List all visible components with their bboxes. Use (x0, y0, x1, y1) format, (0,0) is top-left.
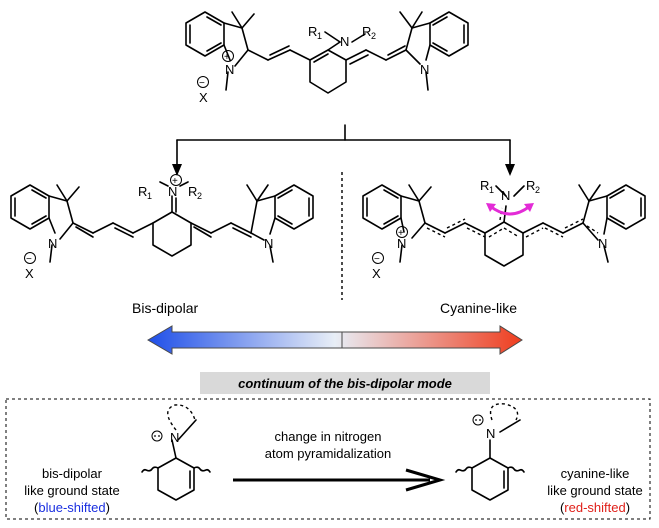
right-state-line-3: (red-shifted) (560, 500, 630, 515)
cy-r1: R (480, 178, 489, 193)
process-arrow-head (405, 468, 446, 492)
bd-right-nitrogen: N (264, 236, 273, 251)
right-state-paren-close: ) (626, 500, 630, 515)
bis-dipolar-structure (10, 181, 314, 263)
cyanine-labels: N + − X N R 1 R 2 N (372, 178, 607, 281)
bd-plus-sign: + (172, 176, 178, 187)
bd-minus-sign: − (26, 254, 32, 265)
top-r2: R (362, 24, 371, 39)
cy-minus-sign: − (374, 254, 380, 265)
bd-r1-sub: 1 (147, 191, 152, 201)
top-plus-sign: + (224, 52, 230, 63)
left-state-line-3: (blue-shifted) (34, 500, 110, 515)
cy-frag-nitrogen: N (486, 426, 495, 441)
top-r2-sub: 2 (371, 31, 376, 41)
pyramidalization-box (5, 398, 651, 520)
bd-r2-sub: 2 (197, 191, 202, 201)
right-state-line-1: cyanine-like (561, 466, 630, 481)
continuum-text: continuum of the bis-dipolar mode (238, 376, 452, 391)
bd-ground-state-fragment (141, 404, 211, 501)
label-cyanine-like: Cyanine-like (440, 300, 517, 316)
bd-lone-pair-circle (151, 430, 163, 442)
top-labels: N + − X N R 1 R 2 N (197, 24, 429, 105)
top-r1: R (308, 24, 317, 39)
bd-r1: R (138, 184, 147, 199)
cy-r2-sub: 2 (535, 185, 540, 195)
right-state-shift: red-shifted (564, 500, 625, 515)
left-state-paren-open: ( (34, 500, 39, 515)
bd-r2: R (188, 184, 197, 199)
right-state-line-2: like ground state (547, 483, 642, 498)
cy-r2: R (526, 178, 535, 193)
top-right-nitrogen: N (420, 62, 429, 77)
top-plus-circle (222, 50, 234, 62)
cyanine-structure (362, 184, 646, 267)
cy-counterion: X (372, 266, 381, 281)
cy-ground-state-fragment (455, 403, 525, 501)
top-amine-nitrogen: N (340, 34, 349, 49)
bis-dipolar-labels: N − X N + R 1 R 2 N (24, 174, 273, 281)
gradient-double-arrow (147, 325, 523, 355)
left-state-line-1: bis-dipolar (42, 466, 103, 481)
cy-plus-sign: + (398, 228, 404, 239)
label-bis-dipolar: Bis-dipolar (132, 300, 198, 316)
cy-right-nitrogen: N (598, 236, 607, 251)
top-left-nitrogen: N (225, 62, 234, 77)
top-structure (185, 11, 469, 94)
cy-lone-pair-circle (472, 414, 484, 426)
bd-iminium-nitrogen: N (168, 184, 177, 199)
bd-left-nitrogen: N (48, 236, 57, 251)
top-minus-circle (197, 76, 209, 88)
left-state-shift: blue-shifted (38, 500, 105, 515)
bd-counterion: X (25, 266, 34, 281)
cy-left-nitrogen: N (397, 236, 406, 251)
branch-arrows (172, 124, 515, 176)
top-minus-sign: − (199, 78, 205, 89)
cy-r1-sub: 1 (489, 185, 494, 195)
left-state-paren-close: ) (106, 500, 110, 515)
cy-amine-nitrogen: N (501, 188, 510, 203)
process-line-1: change in nitrogen (275, 429, 382, 444)
top-counterion: X (199, 90, 208, 105)
rotation-arrow-head-left (486, 203, 496, 212)
right-state-paren-open: ( (560, 500, 565, 515)
top-r1-sub: 1 (317, 31, 322, 41)
rotation-arrow-head-right (524, 203, 534, 212)
continuum-banner (200, 372, 490, 394)
rotation-arrow-curve (489, 204, 531, 216)
process-line-2: atom pyramidalization (265, 446, 391, 461)
left-state-line-2: like ground state (24, 483, 119, 498)
bd-frag-nitrogen: N (170, 430, 179, 445)
